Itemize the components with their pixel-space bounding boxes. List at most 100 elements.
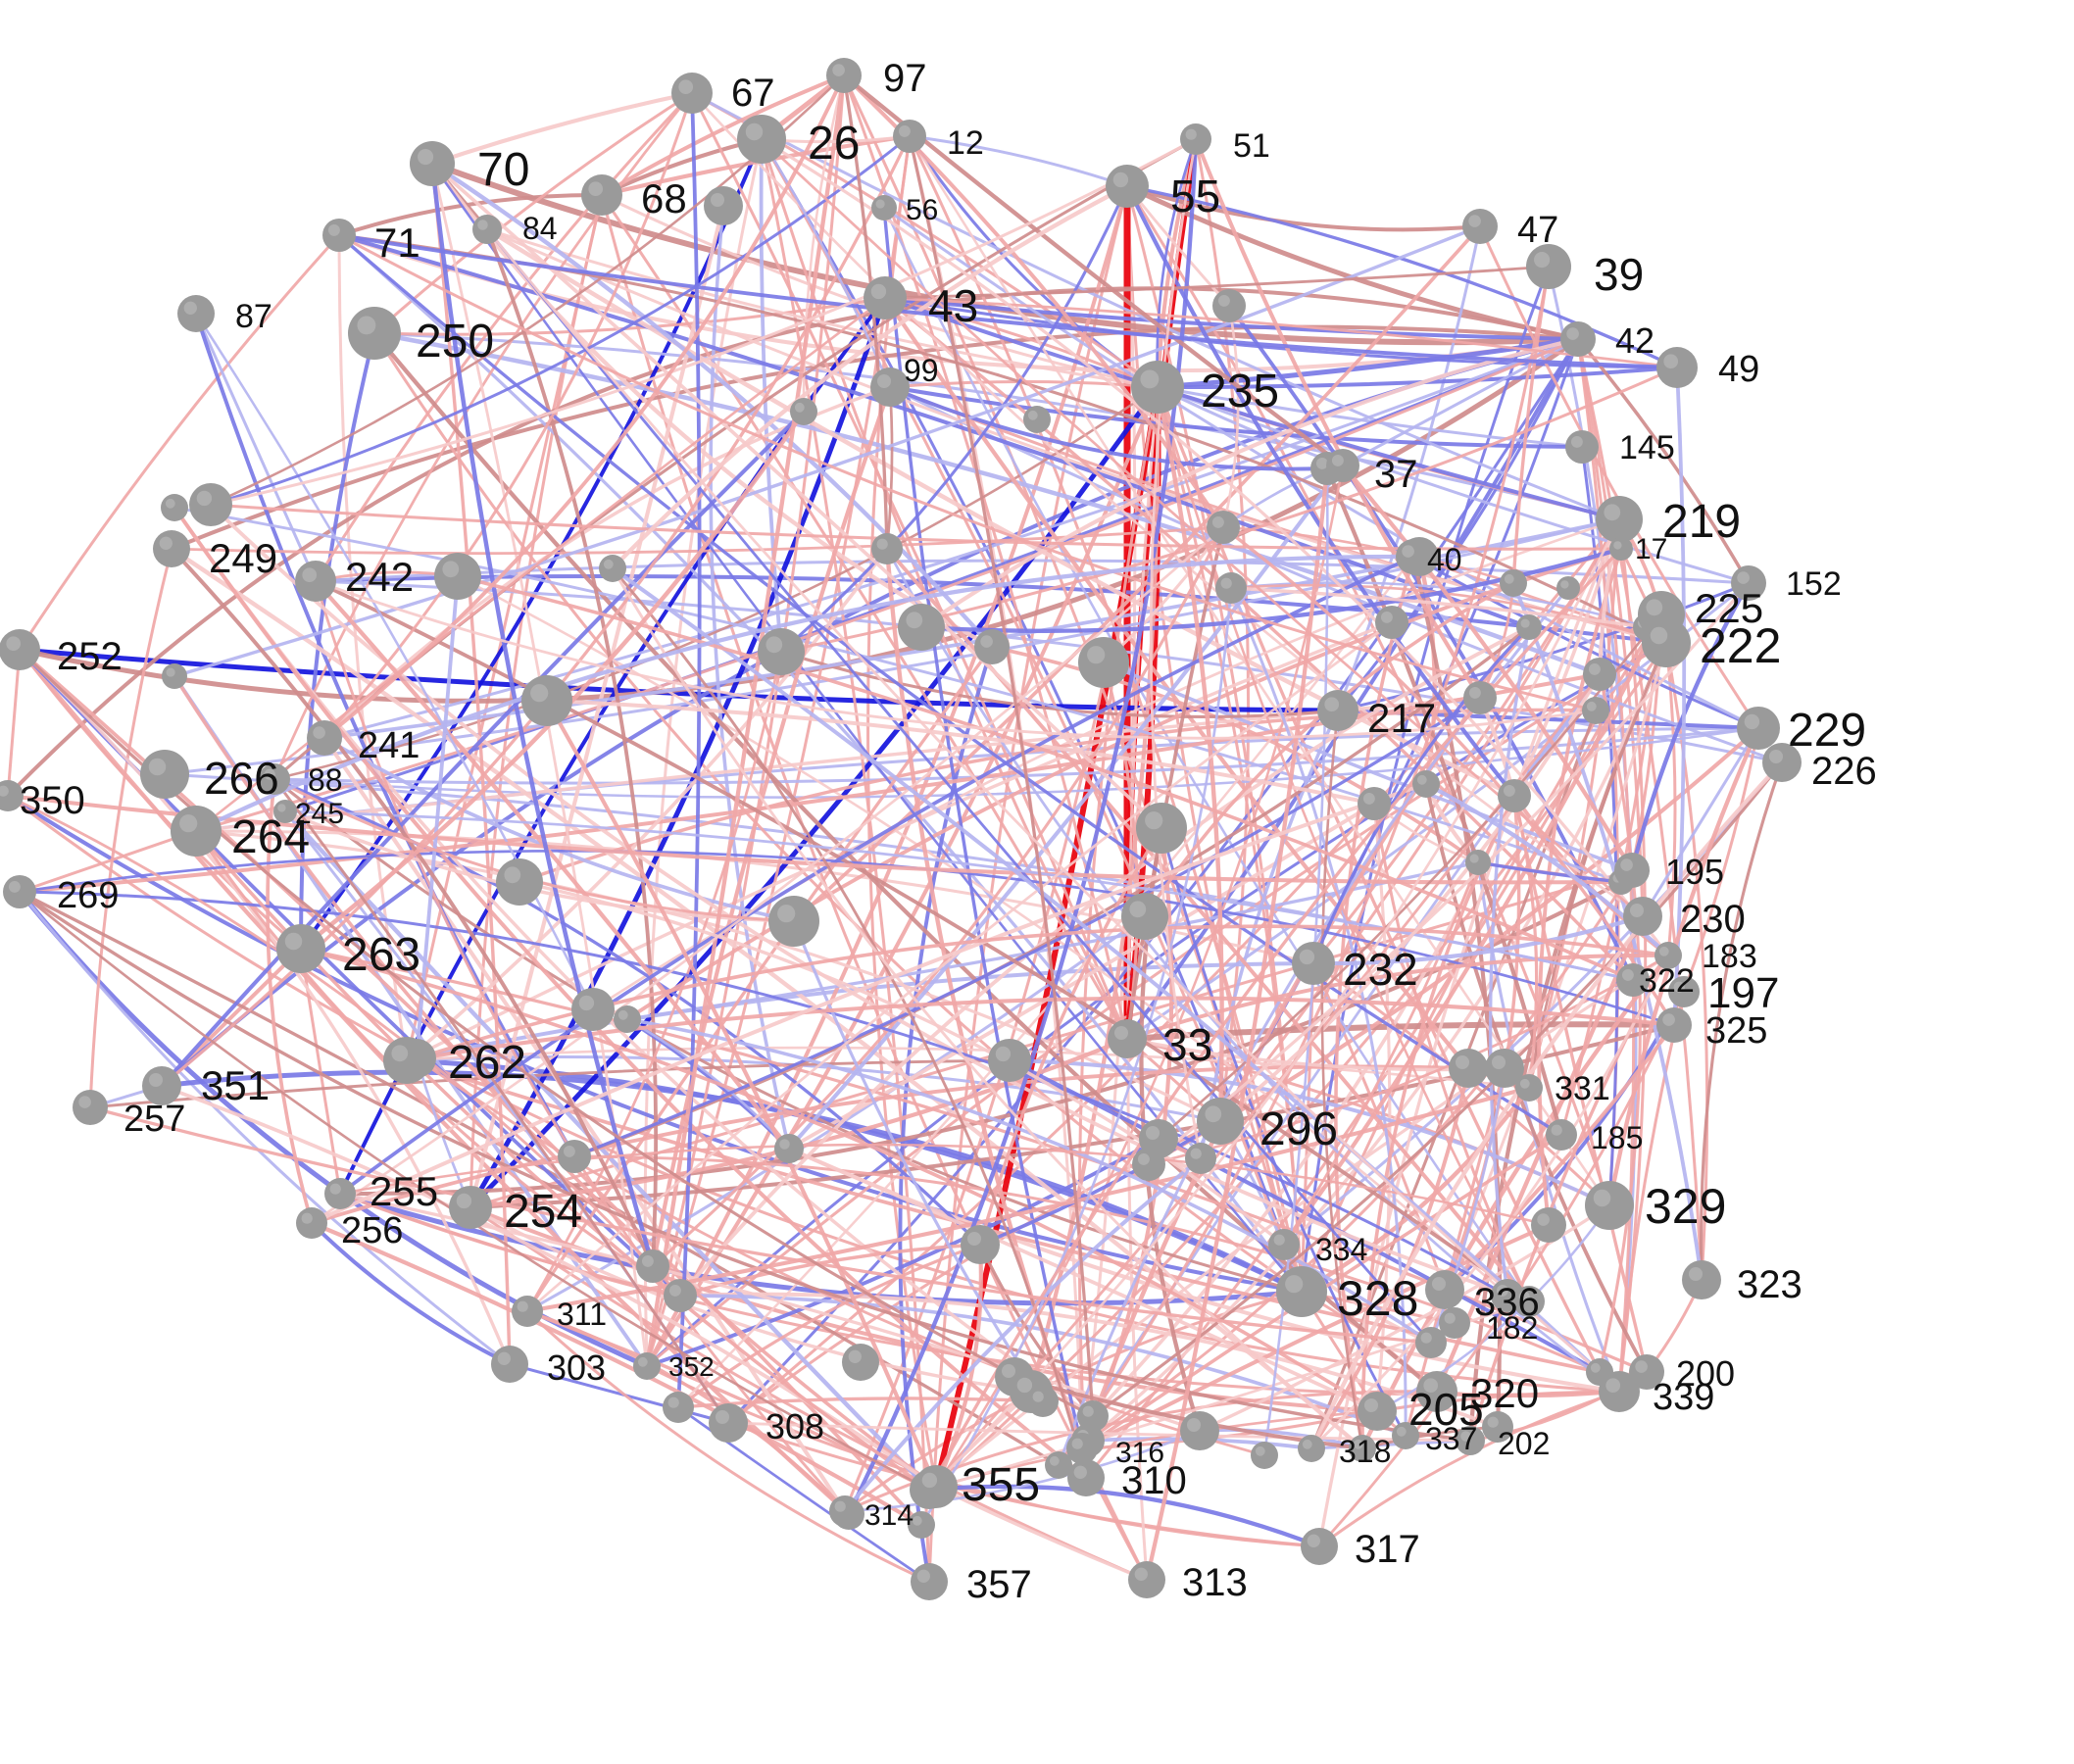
graph-node-316[interactable]	[1066, 1433, 1098, 1464]
graph-node-339-dot[interactable]	[1599, 1371, 1640, 1412]
graph-node-185-dot[interactable]	[1546, 1119, 1577, 1151]
graph-node-334-dot[interactable]	[1268, 1229, 1300, 1260]
graph-node-185[interactable]	[1546, 1119, 1577, 1151]
graph-node-unlabelled-dot[interactable]	[1500, 569, 1527, 597]
graph-node-unlabelled[interactable]	[988, 1039, 1031, 1082]
graph-node-unlabelled[interactable]	[1463, 681, 1497, 714]
graph-node-26-dot[interactable]	[737, 115, 786, 164]
graph-node-322[interactable]	[1616, 963, 1650, 997]
graph-node-152-dot[interactable]	[1731, 565, 1766, 601]
graph-node-unlabelled[interactable]	[1132, 1148, 1165, 1181]
graph-node-unlabelled-dot[interactable]	[1251, 1442, 1278, 1469]
graph-node-67-dot[interactable]	[671, 73, 713, 114]
graph-node-unlabelled-dot[interactable]	[871, 533, 903, 564]
graph-node-unlabelled[interactable]	[1583, 658, 1616, 691]
graph-node-unlabelled[interactable]	[1349, 1435, 1376, 1462]
graph-node-241[interactable]	[307, 720, 342, 756]
graph-node-unlabelled-dot[interactable]	[663, 1392, 694, 1423]
graph-node-47-dot[interactable]	[1462, 209, 1498, 244]
graph-node-37-dot[interactable]	[1326, 449, 1359, 482]
graph-node-unlabelled[interactable]	[1498, 779, 1531, 812]
graph-node-unlabelled-dot[interactable]	[1121, 893, 1168, 940]
graph-node-unlabelled[interactable]	[599, 555, 626, 582]
graph-node-unlabelled-dot[interactable]	[961, 1225, 1000, 1264]
graph-node-unlabelled[interactable]	[636, 1250, 669, 1283]
graph-node-328-dot[interactable]	[1276, 1266, 1327, 1317]
graph-node-unlabelled-dot[interactable]	[1516, 614, 1542, 640]
graph-node-229[interactable]	[1737, 707, 1780, 750]
graph-node-unlabelled-dot[interactable]	[434, 553, 481, 600]
graph-node-unlabelled[interactable]	[496, 858, 543, 906]
graph-node-311[interactable]	[512, 1296, 543, 1327]
graph-node-197[interactable]	[1668, 976, 1700, 1007]
graph-node-263[interactable]	[276, 924, 325, 973]
graph-node-182[interactable]	[1439, 1307, 1470, 1339]
graph-node-unlabelled-dot[interactable]	[636, 1250, 669, 1283]
graph-node-unlabelled[interactable]	[1121, 893, 1168, 940]
graph-node-245[interactable]	[273, 800, 297, 823]
graph-node-unlabelled-dot[interactable]	[1185, 1143, 1216, 1174]
graph-node-68-dot[interactable]	[581, 174, 622, 216]
graph-node-339[interactable]	[1599, 1371, 1640, 1412]
graph-node-84-dot[interactable]	[472, 215, 502, 244]
graph-node-195-dot[interactable]	[1614, 853, 1650, 888]
graph-node-355[interactable]	[914, 1465, 958, 1508]
graph-node-313-dot[interactable]	[1128, 1561, 1165, 1598]
graph-node-unlabelled[interactable]	[1375, 606, 1408, 639]
graph-node-unlabelled[interactable]	[1358, 787, 1391, 820]
graph-node-unlabelled[interactable]	[558, 1140, 591, 1173]
graph-node-318[interactable]	[1298, 1435, 1325, 1462]
graph-node-unlabelled-dot[interactable]	[1498, 779, 1531, 812]
graph-node-99-dot[interactable]	[870, 368, 910, 407]
graph-node-200-dot[interactable]	[1629, 1354, 1664, 1390]
graph-node-71[interactable]	[322, 219, 356, 252]
graph-node-67[interactable]	[671, 73, 713, 114]
graph-node-unlabelled[interactable]	[1207, 511, 1240, 544]
graph-node-87-dot[interactable]	[177, 295, 215, 332]
graph-node-55-dot[interactable]	[1106, 165, 1149, 208]
graph-node-unlabelled-dot[interactable]	[898, 604, 945, 651]
graph-node-337[interactable]	[1392, 1422, 1419, 1449]
graph-node-262-dot[interactable]	[383, 1037, 430, 1084]
graph-node-unlabelled-dot[interactable]	[1349, 1435, 1376, 1462]
graph-node-217-dot[interactable]	[1317, 690, 1358, 731]
graph-node-unlabelled[interactable]	[704, 186, 743, 225]
graph-node-230-dot[interactable]	[1623, 897, 1662, 936]
graph-node-unlabelled[interactable]	[974, 629, 1010, 664]
graph-node-37[interactable]	[1326, 449, 1359, 482]
graph-node-unlabelled[interactable]	[758, 628, 805, 675]
graph-node-unlabelled-dot[interactable]	[908, 1511, 935, 1539]
graph-node-unlabelled[interactable]	[898, 604, 945, 651]
graph-node-unlabelled-dot[interactable]	[496, 858, 543, 906]
graph-node-222[interactable]	[1642, 618, 1691, 667]
graph-node-unlabelled[interactable]	[434, 553, 481, 600]
graph-node-84[interactable]	[472, 215, 502, 244]
graph-node-331-dot[interactable]	[1515, 1074, 1543, 1102]
graph-node-229-dot[interactable]	[1737, 707, 1780, 750]
graph-node-unlabelled-dot[interactable]	[1375, 606, 1408, 639]
graph-node-unlabelled[interactable]	[1415, 1327, 1447, 1358]
graph-node-unlabelled-dot[interactable]	[558, 1140, 591, 1173]
graph-node-unlabelled[interactable]	[1412, 770, 1440, 798]
graph-node-357-dot[interactable]	[911, 1563, 948, 1600]
graph-node-unlabelled-dot[interactable]	[1077, 1400, 1109, 1432]
graph-node-323[interactable]	[1682, 1260, 1721, 1299]
graph-node-unlabelled-dot[interactable]	[521, 675, 572, 726]
graph-node-39-dot[interactable]	[1526, 244, 1571, 289]
graph-node-222-dot[interactable]	[1642, 618, 1691, 667]
graph-node-311-dot[interactable]	[512, 1296, 543, 1327]
graph-node-242[interactable]	[295, 561, 336, 602]
graph-node-26[interactable]	[737, 115, 786, 164]
graph-node-17[interactable]	[1609, 537, 1633, 561]
graph-node-145[interactable]	[1565, 430, 1599, 464]
graph-node-235[interactable]	[1131, 361, 1184, 414]
graph-node-255-dot[interactable]	[324, 1178, 356, 1209]
graph-node-unlabelled[interactable]	[1078, 637, 1129, 688]
graph-node-unlabelled-dot[interactable]	[1465, 850, 1491, 875]
graph-node-235-dot[interactable]	[1131, 361, 1184, 414]
graph-node-unlabelled-dot[interactable]	[842, 1344, 879, 1381]
graph-node-39[interactable]	[1526, 244, 1571, 289]
graph-node-334[interactable]	[1268, 1229, 1300, 1260]
graph-node-308[interactable]	[709, 1403, 748, 1443]
graph-node-unlabelled[interactable]	[189, 483, 232, 526]
